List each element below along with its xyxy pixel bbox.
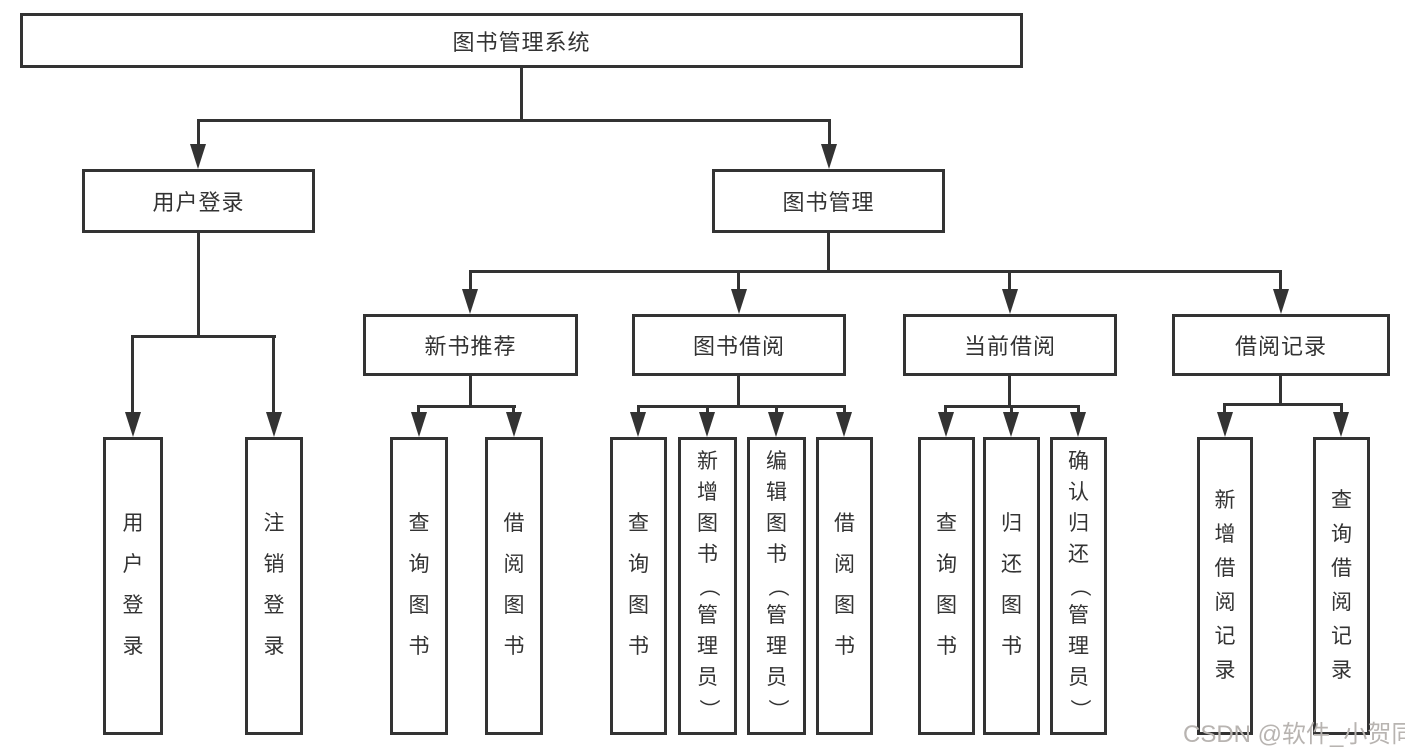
leaf-query-books-recommend-label: 查询图书 xyxy=(408,512,430,658)
connector-line xyxy=(944,408,947,413)
leaf-logout-label: 注销登录 xyxy=(263,512,285,658)
connector-line xyxy=(417,405,516,408)
arrow-down-icon xyxy=(731,289,747,314)
leaf-query-books-recommend: 查询图书 xyxy=(390,437,448,735)
connector-line xyxy=(737,273,740,290)
leaf-borrow-books-recommend-label: 借阅图书 xyxy=(503,512,525,658)
leaf-return-books-label: 归还图书 xyxy=(1001,512,1022,658)
leaf-query-books-current: 查询图书 xyxy=(918,437,975,735)
connector-line xyxy=(131,335,276,338)
connector-line xyxy=(1279,273,1282,290)
connector-line xyxy=(637,408,640,413)
connector-line xyxy=(944,405,1080,408)
leaf-borrow-books-borrowing-label: 借阅图书 xyxy=(834,512,855,658)
connector-line xyxy=(1223,406,1226,413)
connector-line xyxy=(469,273,472,290)
connector-line xyxy=(1223,403,1343,406)
connector-line xyxy=(827,233,830,272)
arrow-down-icon xyxy=(190,144,206,169)
connector-line xyxy=(737,376,740,407)
arrow-down-icon xyxy=(630,412,646,437)
connector-line xyxy=(1077,408,1080,413)
arrow-down-icon xyxy=(462,289,478,314)
arrow-down-icon xyxy=(768,412,784,437)
leaf-borrow-books-recommend: 借阅图书 xyxy=(485,437,543,735)
arrow-down-icon xyxy=(836,412,852,437)
node-book-management-label: 图书管理 xyxy=(782,190,875,215)
node-book-borrowing-label: 图书借阅 xyxy=(692,334,785,359)
leaf-add-book-admin: 新增图书（管理员） xyxy=(678,437,737,735)
leaf-borrow-books-borrowing: 借阅图书 xyxy=(816,437,873,735)
node-user-login-label: 用户登录 xyxy=(152,190,245,215)
leaf-query-books-current-label: 查询图书 xyxy=(936,512,957,658)
node-new-book-recommendation: 新书推荐 xyxy=(363,314,578,376)
arrow-down-icon xyxy=(506,412,522,437)
node-book-management: 图书管理 xyxy=(712,169,945,233)
leaf-add-book-admin-label: 新增图书（管理员） xyxy=(696,450,720,720)
leaf-query-books-borrowing: 查询图书 xyxy=(610,437,667,735)
leaf-edit-book-admin-label: 编辑图书（管理员） xyxy=(765,450,789,720)
connector-line xyxy=(512,408,515,413)
connector-line xyxy=(775,408,778,413)
arrow-down-icon xyxy=(1217,412,1233,437)
node-current-borrowing: 当前借阅 xyxy=(903,314,1117,376)
connector-line xyxy=(843,408,846,413)
leaf-confirm-return-admin-label: 确认归还（管理员） xyxy=(1067,450,1091,720)
connector-line xyxy=(272,338,275,412)
arrow-down-icon xyxy=(266,412,282,437)
connector-line xyxy=(131,338,134,412)
leaf-add-borrow-record-label: 新增借阅记录 xyxy=(1214,488,1236,683)
arrow-down-icon xyxy=(938,412,954,437)
leaf-user-login: 用户登录 xyxy=(103,437,163,735)
leaf-query-borrow-record: 查询借阅记录 xyxy=(1313,437,1370,735)
arrow-down-icon xyxy=(125,412,141,437)
connector-line xyxy=(828,121,831,146)
arrow-down-icon xyxy=(1333,412,1349,437)
arrow-down-icon xyxy=(699,412,715,437)
leaf-query-books-borrowing-label: 查询图书 xyxy=(628,512,649,658)
connector-line xyxy=(706,408,709,413)
arrow-down-icon xyxy=(411,412,427,437)
connector-line xyxy=(1008,273,1011,290)
node-root-label: 图书管理系统 xyxy=(452,29,591,55)
leaf-return-books: 归还图书 xyxy=(983,437,1040,735)
arrow-down-icon xyxy=(1273,289,1289,314)
connector-line xyxy=(1008,376,1011,407)
leaf-add-borrow-record: 新增借阅记录 xyxy=(1197,437,1253,735)
node-borrowing-records-label: 借阅记录 xyxy=(1234,334,1327,359)
csdn-watermark: CSDN @软件_小贺同学 xyxy=(1183,721,1405,747)
leaf-confirm-return-admin: 确认归还（管理员） xyxy=(1050,437,1107,735)
connector-line xyxy=(197,119,831,122)
node-book-borrowing: 图书借阅 xyxy=(632,314,846,376)
connector-line xyxy=(197,121,200,146)
node-new-book-recommendation-label: 新书推荐 xyxy=(424,334,517,359)
node-current-borrowing-label: 当前借阅 xyxy=(963,334,1056,359)
connector-line xyxy=(197,233,200,337)
connector-line xyxy=(520,68,523,121)
leaf-edit-book-admin: 编辑图书（管理员） xyxy=(747,437,806,735)
connector-line xyxy=(469,270,1282,273)
connector-line xyxy=(1340,406,1343,413)
leaf-query-borrow-record-label: 查询借阅记录 xyxy=(1331,488,1352,683)
connector-line xyxy=(1279,376,1282,405)
arrow-down-icon xyxy=(821,144,837,169)
node-user-login: 用户登录 xyxy=(82,169,315,233)
arrow-down-icon xyxy=(1002,289,1018,314)
arrow-down-icon xyxy=(1070,412,1086,437)
leaf-logout: 注销登录 xyxy=(245,437,303,735)
leaf-user-login-label: 用户登录 xyxy=(122,512,144,658)
connector-line xyxy=(417,408,420,413)
node-borrowing-records: 借阅记录 xyxy=(1172,314,1390,376)
connector-line xyxy=(1010,408,1013,413)
arrow-down-icon xyxy=(1003,412,1019,437)
node-root: 图书管理系统 xyxy=(20,13,1023,68)
connector-line xyxy=(637,405,846,408)
connector-line xyxy=(469,376,472,407)
